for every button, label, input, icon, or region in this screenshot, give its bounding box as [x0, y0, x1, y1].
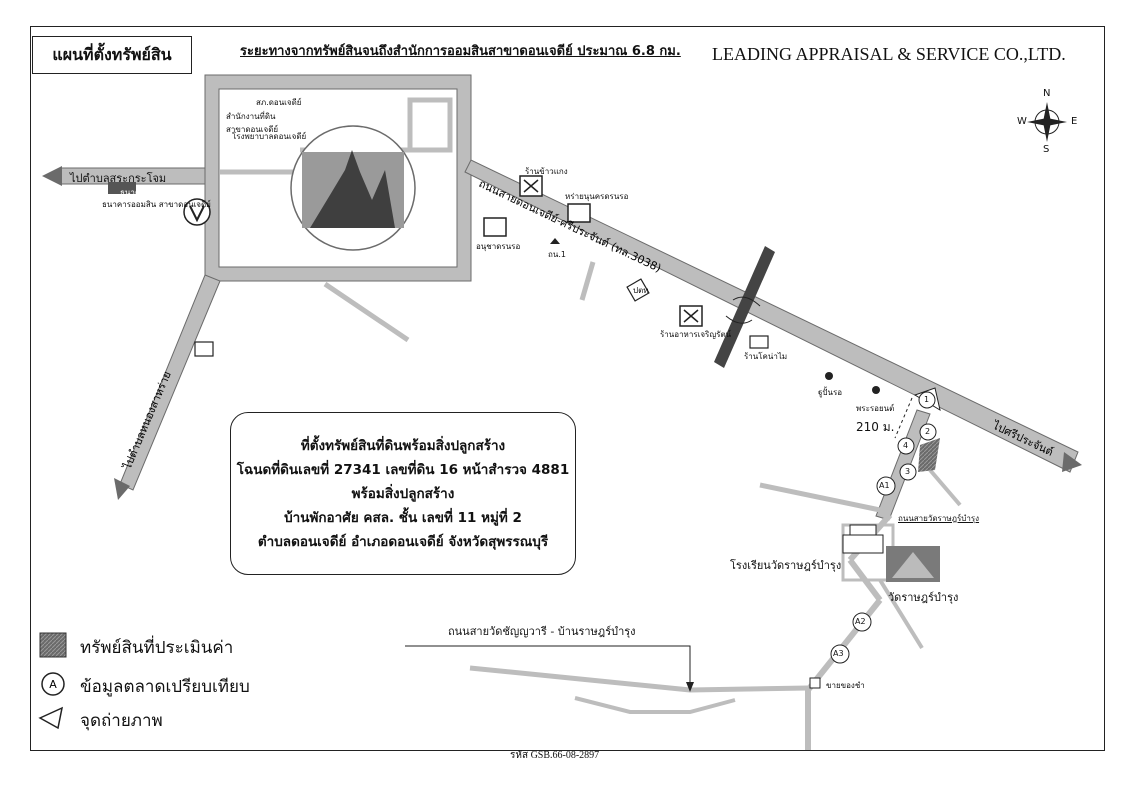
restaurant-icon-2 — [679, 305, 703, 327]
photo-point-4-label: 4 — [903, 441, 909, 450]
comparable-a1 — [876, 476, 896, 496]
photo-point-3-label: 3 — [905, 467, 911, 476]
bottom-road — [469, 665, 809, 693]
info-line-4: บ้านพักอาศัย คสล. ชั้น เลขที่ 11 หมู่ที่… — [284, 509, 522, 526]
legend-photo: จุดถ่ายภาพ — [80, 711, 163, 731]
temple-photo — [290, 125, 416, 251]
bank-sign-label: ธนาคาร — [120, 188, 149, 197]
compass-rose: N S W E — [1017, 88, 1078, 155]
page-title: แผนที่ตั้งทรัพย์สิน — [32, 36, 192, 74]
legend-subject-swatch — [39, 632, 67, 658]
legend-photo-icon — [38, 706, 64, 730]
svg-text:A: A — [49, 678, 57, 691]
school-building-icon — [842, 524, 884, 554]
mic1-label: ฐูปั้นรอ — [818, 388, 843, 397]
road-west — [42, 166, 206, 186]
grocery-icon — [809, 677, 821, 689]
photo-point-1-label: 1 — [924, 395, 930, 404]
photo-point-2-label: 2 — [925, 427, 931, 436]
inner-block — [407, 97, 453, 153]
temple-label: วัดราษฎร์บำรุง — [888, 591, 959, 604]
comparable-a1-label: A1 — [879, 481, 890, 490]
grocery-label: ขายของชำ — [826, 681, 865, 690]
photo-point-2 — [919, 423, 937, 441]
document-code: รหัส GSB.66-08-2897 — [510, 750, 600, 761]
village-road-label: ถนนสายวัดราษฎร์บำรุง — [898, 514, 980, 523]
road-southwest — [114, 274, 221, 500]
info-line-2: โฉนดที่ดินเลขที่ 27341 เลขที่ดิน 16 หน้า… — [236, 461, 570, 478]
legend-comparable-icon — [41, 672, 65, 696]
restaurant-icon — [519, 175, 543, 197]
company-name: LEADING APPRAISAL & SERVICE CO.,LTD. — [712, 44, 1066, 64]
comparable-a3 — [830, 644, 850, 664]
tower-icon — [550, 238, 560, 244]
comparable-a2-label: A2 — [855, 617, 866, 626]
bottom-road-label: ถนนสายวัดชัญญวารี - บ้านราษฎร์บำรุง — [448, 625, 636, 638]
shop-label: ร้านโคน่าไม — [744, 352, 788, 361]
school2-label: อนุชาดรนรอ — [476, 242, 521, 251]
photo-point-3 — [899, 463, 917, 481]
police-emblem-icon — [183, 198, 211, 226]
shop-icon — [108, 182, 769, 357]
kaeng-label: ร้านข้าวแกง — [525, 167, 568, 176]
school3-label: หร่ายนุนครดรนรอ — [565, 192, 629, 201]
info-line-5: ตำบลดอนเจดีย์ อำเภอดอนเจดีย์ จังหวัดสุพร… — [257, 533, 549, 550]
mic2-label: พระรอยนต์ — [856, 404, 895, 413]
comparable-a2 — [852, 612, 872, 632]
photo-point-4 — [897, 437, 915, 455]
photo-point-1 — [913, 387, 941, 412]
legend-subject: ทรัพย์สินที่ประเมินค่า — [80, 638, 234, 658]
school-temple-label: โรงเรียนวัดราษฎร์บำรุง — [730, 559, 842, 572]
gas-station-label: ปตท — [633, 286, 649, 295]
gas-icon — [626, 278, 650, 302]
police-label: สภ.ดอนเจดีย์ — [256, 98, 302, 107]
property-info-box: ที่ตั้งทรัพย์สินที่ดินพร้อมสิ่งปลูกสร้าง… — [230, 412, 576, 575]
info-line-1: ที่ตั้งทรัพย์สินที่ดินพร้อมสิ่งปลูกสร้าง — [300, 437, 506, 454]
school-icon — [483, 203, 591, 237]
hospital-label: โรงพยาบาลดอนเจดีย์ — [232, 132, 307, 141]
distance-label: 210 ม. — [856, 420, 895, 434]
subject-property — [918, 438, 940, 472]
land-office-label: สำนักงานที่ดิน สาขาดอนเจดีย์ — [226, 112, 279, 134]
comparable-a3-label: A3 — [833, 649, 844, 658]
dark-crossing-road — [714, 246, 775, 368]
map-frame — [30, 26, 1105, 751]
mic-icon — [825, 372, 833, 380]
info-line-3: พร้อมสิ่งปลูกสร้าง — [351, 485, 455, 502]
restaurant-label: ร้านอาหารเจริญรัตน์ — [660, 330, 732, 339]
route-distance-note: ระยะทางจากทรัพย์สินจนถึงสำนักการออมสินสา… — [240, 44, 681, 59]
gsb-branch-label: ธนาคารออมสิน สาขาดอนเจดีย์ — [102, 200, 211, 209]
sm1-label: ถน.1 — [548, 250, 566, 259]
mic-icon-2 — [872, 386, 880, 394]
legend-comparable: ข้อมูลตลาดเปรียบเทียบ — [80, 677, 250, 697]
sa-krachom-label: ไปตำบลสระกระโจม — [70, 172, 167, 185]
